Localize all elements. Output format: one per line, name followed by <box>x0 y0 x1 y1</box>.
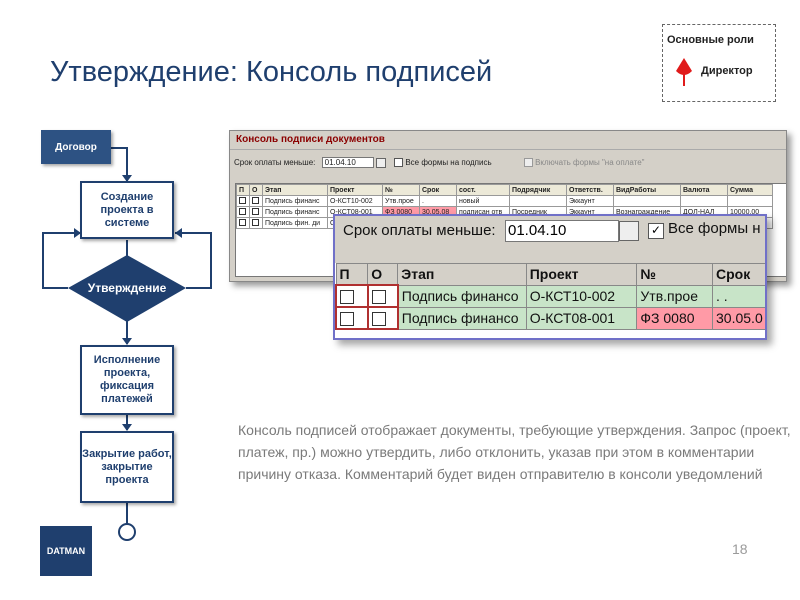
table-cell: Подпись финанс <box>262 195 328 207</box>
flow-step-create: Создание проекта в системе <box>80 181 174 239</box>
slide-title: Утверждение: Консоль подписей <box>50 56 493 88</box>
zoomed-console-detail: Срок оплаты меньше: 01.04.10 ✓ Все формы… <box>333 214 767 340</box>
table-cell: Подпись финанс <box>262 206 328 218</box>
column-header[interactable]: № <box>636 263 714 286</box>
director-role-icon <box>676 58 692 86</box>
datman-logo: DATMAN <box>40 526 92 576</box>
zoom-all-forms-checkbox[interactable]: ✓ <box>648 223 664 239</box>
zoom-due-date-input[interactable]: 01.04.10 <box>505 220 619 242</box>
table-cell: Подпись фин. ди <box>262 217 328 229</box>
table-cell: . . <box>712 284 765 308</box>
approve-checkbox[interactable] <box>340 290 354 305</box>
all-forms-label: Все формы на подпись <box>405 158 492 167</box>
due-date-label: Срок оплаты меньше: <box>234 158 316 167</box>
zoom-all-forms-label: Все формы н <box>668 220 761 237</box>
column-header[interactable]: Этап <box>397 263 527 286</box>
table-cell: новый <box>456 195 510 207</box>
approve-checkbox[interactable] <box>340 312 354 327</box>
zoom-calendar-icon[interactable] <box>619 221 639 241</box>
table-cell: Утв.прое <box>382 195 420 207</box>
column-header[interactable]: Срок <box>419 184 457 196</box>
table-cell <box>727 195 773 207</box>
reject-checkbox[interactable] <box>252 208 259 216</box>
table-cell: Утв.прое <box>636 284 714 308</box>
roles-legend: Основные роли Директор <box>662 24 776 102</box>
include-forms-label: Включать формы "на оплате" <box>535 158 645 167</box>
table-cell <box>509 195 567 207</box>
flow-step-close: Закрытие работ, закрытие проекта <box>80 431 174 503</box>
column-header[interactable]: Ответств. <box>566 184 614 196</box>
console-filter-bar: Срок оплаты меньше: 01.04.10 Все формы н… <box>234 157 786 168</box>
calendar-icon[interactable] <box>375 157 386 168</box>
reject-checkbox[interactable] <box>252 197 259 205</box>
column-header[interactable]: Валюта <box>680 184 728 196</box>
reject-checkbox[interactable] <box>252 219 259 227</box>
table-cell: О-КСТ10-002 <box>327 195 383 207</box>
table-cell: О-КСТ10-002 <box>525 284 638 308</box>
zoom-due-date-label: Срок оплаты меньше: <box>343 222 496 239</box>
column-header[interactable]: Сумма <box>727 184 773 196</box>
column-header[interactable]: О <box>367 263 399 286</box>
console-window-title: Консоль подписи документов <box>230 131 786 150</box>
process-flowchart: Договор Создание проекта в системе Утвер… <box>0 0 230 600</box>
flow-step-execute: Исполнение проекта, фиксация платежей <box>80 345 174 415</box>
page-number: 18 <box>732 541 748 557</box>
column-header[interactable]: Срок <box>712 263 765 286</box>
table-cell <box>613 195 681 207</box>
table-cell: . <box>419 195 457 207</box>
approve-checkbox[interactable] <box>239 208 246 216</box>
column-header[interactable]: П <box>335 263 369 286</box>
all-forms-checkbox[interactable] <box>394 158 404 168</box>
column-header[interactable]: П <box>236 184 250 196</box>
table-cell: Подпись финансо <box>397 306 527 330</box>
column-header[interactable]: Проект <box>525 263 638 286</box>
table-cell: Подпись финансо <box>397 284 527 308</box>
due-date-input[interactable]: 01.04.10 <box>321 157 374 168</box>
table-cell: 30.05.0 <box>712 306 765 330</box>
include-forms-checkbox[interactable] <box>523 158 533 168</box>
column-header[interactable]: Подрядчик <box>509 184 567 196</box>
table-cell: ФЗ 0080 <box>636 306 714 330</box>
flowchart-connectors <box>42 147 212 541</box>
reject-checkbox[interactable] <box>371 312 386 327</box>
column-header[interactable]: О <box>249 184 263 196</box>
table-cell: Эккаунт <box>566 195 614 207</box>
table-cell: О-КСТ08-001 <box>525 306 638 330</box>
reject-checkbox[interactable] <box>371 290 386 305</box>
flow-decision-approve: Утверждение <box>87 281 167 295</box>
table-cell <box>680 195 728 207</box>
column-header[interactable]: Этап <box>262 184 328 196</box>
flow-end-icon <box>118 523 136 541</box>
approve-checkbox[interactable] <box>239 197 246 205</box>
roles-header: Основные роли <box>667 34 754 46</box>
director-role-label: Директор <box>701 65 753 77</box>
slide-description: Консоль подписей отображает документы, т… <box>238 422 791 482</box>
column-header[interactable]: ВидРаботы <box>613 184 681 196</box>
column-header[interactable]: сост. <box>456 184 510 196</box>
flow-start-contract: Договор <box>41 130 111 164</box>
column-header[interactable]: № <box>382 184 420 196</box>
column-header[interactable]: Проект <box>327 184 383 196</box>
approve-checkbox[interactable] <box>239 219 246 227</box>
